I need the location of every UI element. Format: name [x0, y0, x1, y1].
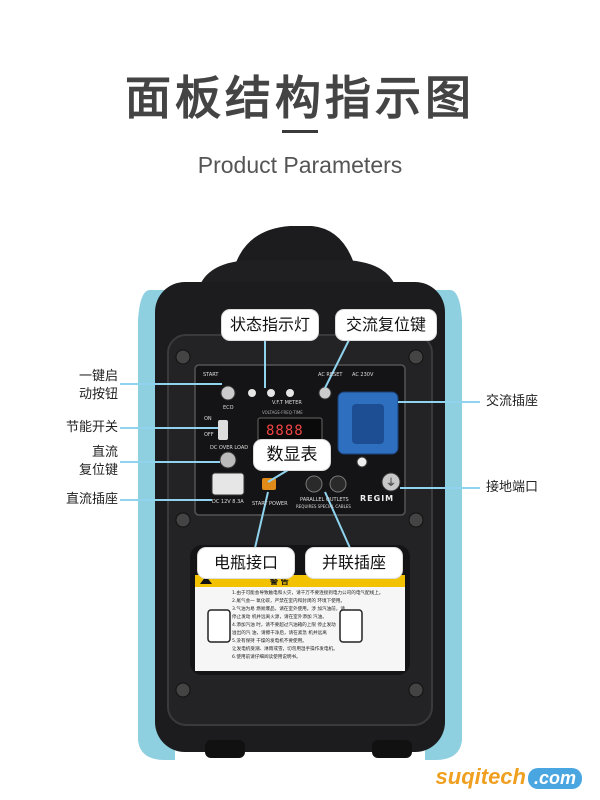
panel-eco-label: ECO [223, 405, 234, 411]
warning-bar [195, 575, 405, 587]
screw [408, 682, 424, 698]
warning-line: 6.使用前请仔细阅读使用说明书。 [232, 655, 301, 660]
ground-icon: ⏚ [386, 477, 396, 489]
warning-line: 2.尾气会一 氧化碳，严禁在室内和封闭的 环境下使用。 [232, 599, 345, 604]
ac-reset-button[interactable] [318, 386, 332, 400]
callout-status-light: 状态指示灯 [222, 310, 318, 340]
eco-switch[interactable] [218, 420, 228, 440]
callout-ac-socket: 交流插座 [486, 394, 539, 409]
callout-dc-socket: 直流插座 [65, 492, 118, 507]
warning-line: 1.由于可能会导致触电和火灾，请千万不要连接到电力公司的电气配线上。 [232, 591, 384, 596]
warning-line: 3.气油为易 燃易爆品，请在室外使用。涉 加汽油前，请 [232, 607, 345, 612]
parallel-socket[interactable] [329, 475, 347, 493]
panel-ac-reset-label: AC RESET [318, 372, 343, 378]
panel-meter-sub: VOLTAGE·FREQ·TIME [262, 410, 303, 415]
callout-display: 数显表 [254, 440, 330, 470]
ac-socket-lid [352, 404, 384, 444]
outlet-right [339, 609, 363, 643]
foot-right [372, 740, 412, 758]
watermark-name: suqitech [435, 764, 526, 789]
panel-parallel-label: PARALLEL OUTLETS [300, 497, 349, 503]
warning-line: 让发电机受潮、淋雨或雪，切勿用湿手操作发电机。 [232, 647, 338, 652]
callout-dc-reset: 直流 复位键 [78, 445, 118, 478]
screw [175, 682, 191, 698]
indicator-light [248, 389, 256, 397]
ground-terminal[interactable] [381, 472, 401, 492]
warning-line: 停止发动 机并远离火源，请在室外添加 汽油。 [232, 615, 327, 620]
line-display [267, 469, 289, 483]
panel-dc-overload-label: DC OVER LOAD [210, 445, 249, 451]
panel-meter-label: V.F.T METER [272, 400, 302, 406]
warning-text: 1.由于可能会导致触电和火灾，请千万不要连接到电力公司的电气配线上。 2.尾气会… [232, 590, 402, 662]
title-divider [282, 130, 318, 133]
panel-off-label: OFF [204, 432, 214, 438]
line-parallel [324, 491, 351, 549]
screw [408, 349, 424, 365]
start-button[interactable] [220, 385, 236, 401]
outlet-left [207, 609, 231, 643]
foot-left [205, 740, 245, 758]
panel-ac-voltage-label: AC 230V [352, 372, 374, 378]
ac-indicator [356, 456, 368, 468]
screw [408, 512, 424, 528]
line-battery [254, 491, 269, 549]
callout-one-key-start: 一键启 动按钮 [78, 369, 118, 402]
callout-ac-reset: 交流复位键 [336, 310, 436, 340]
callout-ground: 接地端口 [486, 480, 539, 495]
callout-battery-port: 电瓶接口 [198, 548, 294, 578]
warning-heading: 警 告 [270, 577, 289, 586]
dc-socket[interactable] [211, 472, 245, 496]
panel-parallel-sub: REQUIRES SPECIAL CABLES [296, 504, 351, 509]
warning-line: 4.添加汽油 时，请不要超过汽油箱的上限 停止发动 [232, 623, 336, 628]
panel-dc-label: DC 12V 8.3A [212, 499, 244, 505]
brand-logo: REGIM [360, 494, 395, 503]
warning-line: 5.没有保持 干燥的发电机不要使用。 [232, 639, 307, 644]
callout-parallel-socket: 并联插座 [306, 548, 402, 578]
warning-icon [200, 576, 212, 584]
battery-terminal[interactable] [262, 478, 276, 490]
screw [175, 349, 191, 365]
watermark-tld: .com [527, 768, 582, 789]
page-title: 面板结构指示图 [125, 71, 475, 125]
dc-reset-button[interactable] [219, 451, 237, 469]
panel-on-label: ON [204, 416, 212, 422]
indicator-light [286, 389, 294, 397]
page-subtitle: Product Parameters [197, 152, 403, 178]
parallel-socket[interactable] [305, 475, 323, 493]
top-cover [200, 260, 395, 285]
panel-start-power-label: START POWER [252, 501, 288, 507]
screw [175, 512, 191, 528]
line-ac-reset [324, 337, 351, 389]
panel-start-label: START [203, 372, 219, 378]
indicator-light [267, 389, 275, 397]
warning-line: 溢出的汽 油，请擦干净后，请在紧急 机并远离 [232, 631, 327, 636]
watermark: suqitech.com [436, 764, 582, 790]
callout-eco-switch: 节能开关 [65, 420, 118, 435]
meter-readout: 8888 [266, 423, 304, 439]
